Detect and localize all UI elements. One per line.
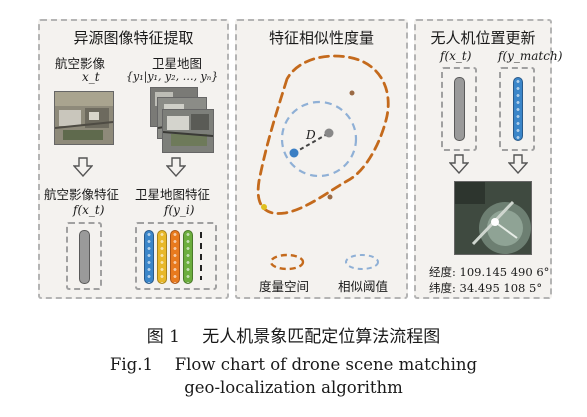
matched-feature-box — [499, 67, 535, 151]
aerial-feature-label: 航空影像特征 — [44, 187, 120, 202]
candidate-point — [349, 90, 355, 96]
satellite-image-front — [162, 109, 214, 153]
aerial-feature-vector — [454, 77, 465, 141]
figure-caption-cn: 图 1 无人机景象匹配定位算法流程图 — [146, 327, 441, 347]
satellite-set: {y₁|y₁, y₂, …, yₙ} — [126, 70, 219, 83]
legend-threshold-label: 相似阈值 — [338, 279, 389, 294]
feature-extraction-panel: 异源图像特征提取 航空影像 x_t 卫星地图 {y₁|y₁, y₂, …, yₙ… — [38, 19, 229, 299]
figure-caption-en-line2: geo-localization algorithm — [184, 378, 403, 397]
aerial-feature-func: f(x_t) — [440, 49, 472, 63]
satellite-feature-vector-green — [183, 230, 193, 284]
latitude-text: 纬度: 34.495 108 5° — [429, 281, 543, 295]
satellite-feature-vector-orange — [170, 230, 180, 284]
legend-threshold-icon — [345, 254, 379, 270]
candidate-point — [327, 194, 333, 200]
metric-space-diagram — [256, 54, 390, 271]
aerial-var: x_t — [82, 70, 100, 84]
metric-space-boundary — [256, 54, 390, 215]
figure-caption-en-line1: Fig.1 Flow chart of drone scene matching — [109, 355, 478, 374]
longitude-text: 经度: 109.145 490 6° — [429, 265, 550, 279]
panel-title: 特征相似性度量 — [268, 29, 374, 47]
down-arrow-icon — [449, 154, 469, 174]
aerial-feature-vector — [79, 230, 90, 284]
satellite-feature-vector-blue — [144, 230, 154, 284]
down-arrow-icon — [508, 154, 528, 174]
satellite-feature-func: f(y_i) — [164, 203, 195, 217]
aerial-feature-box — [441, 67, 477, 151]
ellipsis-icon — [200, 232, 202, 280]
matched-feature-func: f(y_match) — [498, 49, 563, 63]
satellite-feature-vector-yellow — [157, 230, 167, 284]
threshold-circle — [280, 100, 358, 178]
matched-location-image — [454, 181, 532, 255]
distance-label: D — [306, 128, 316, 142]
down-arrow-icon — [73, 157, 93, 177]
satellite-map-label: 卫星地图 — [152, 56, 203, 71]
panel-title: 异源图像特征提取 — [73, 29, 194, 47]
candidate-point — [261, 204, 267, 210]
aerial-image — [54, 91, 114, 145]
position-update-panel: 无人机位置更新 f(x_t) f(y_match) 经度: 109.145 49… — [414, 19, 562, 299]
matched-feature-vector — [513, 77, 523, 141]
satellite-feature-box — [135, 222, 217, 290]
similarity-measure-panel: 特征相似性度量 D 度量空间 相似阈值 — [235, 19, 408, 299]
query-point — [289, 148, 299, 158]
satellite-feature-label: 卫星地图特征 — [135, 187, 211, 202]
aerial-feature-func: f(x_t) — [73, 203, 105, 217]
match-point — [324, 128, 334, 138]
aerial-image-label: 航空影像 — [55, 56, 106, 71]
legend-metric-space-label: 度量空间 — [259, 279, 310, 294]
aerial-feature-box — [66, 222, 102, 290]
legend-metric-space-icon — [269, 253, 305, 271]
panel-title: 无人机位置更新 — [430, 29, 536, 47]
down-arrow-icon — [166, 157, 186, 177]
